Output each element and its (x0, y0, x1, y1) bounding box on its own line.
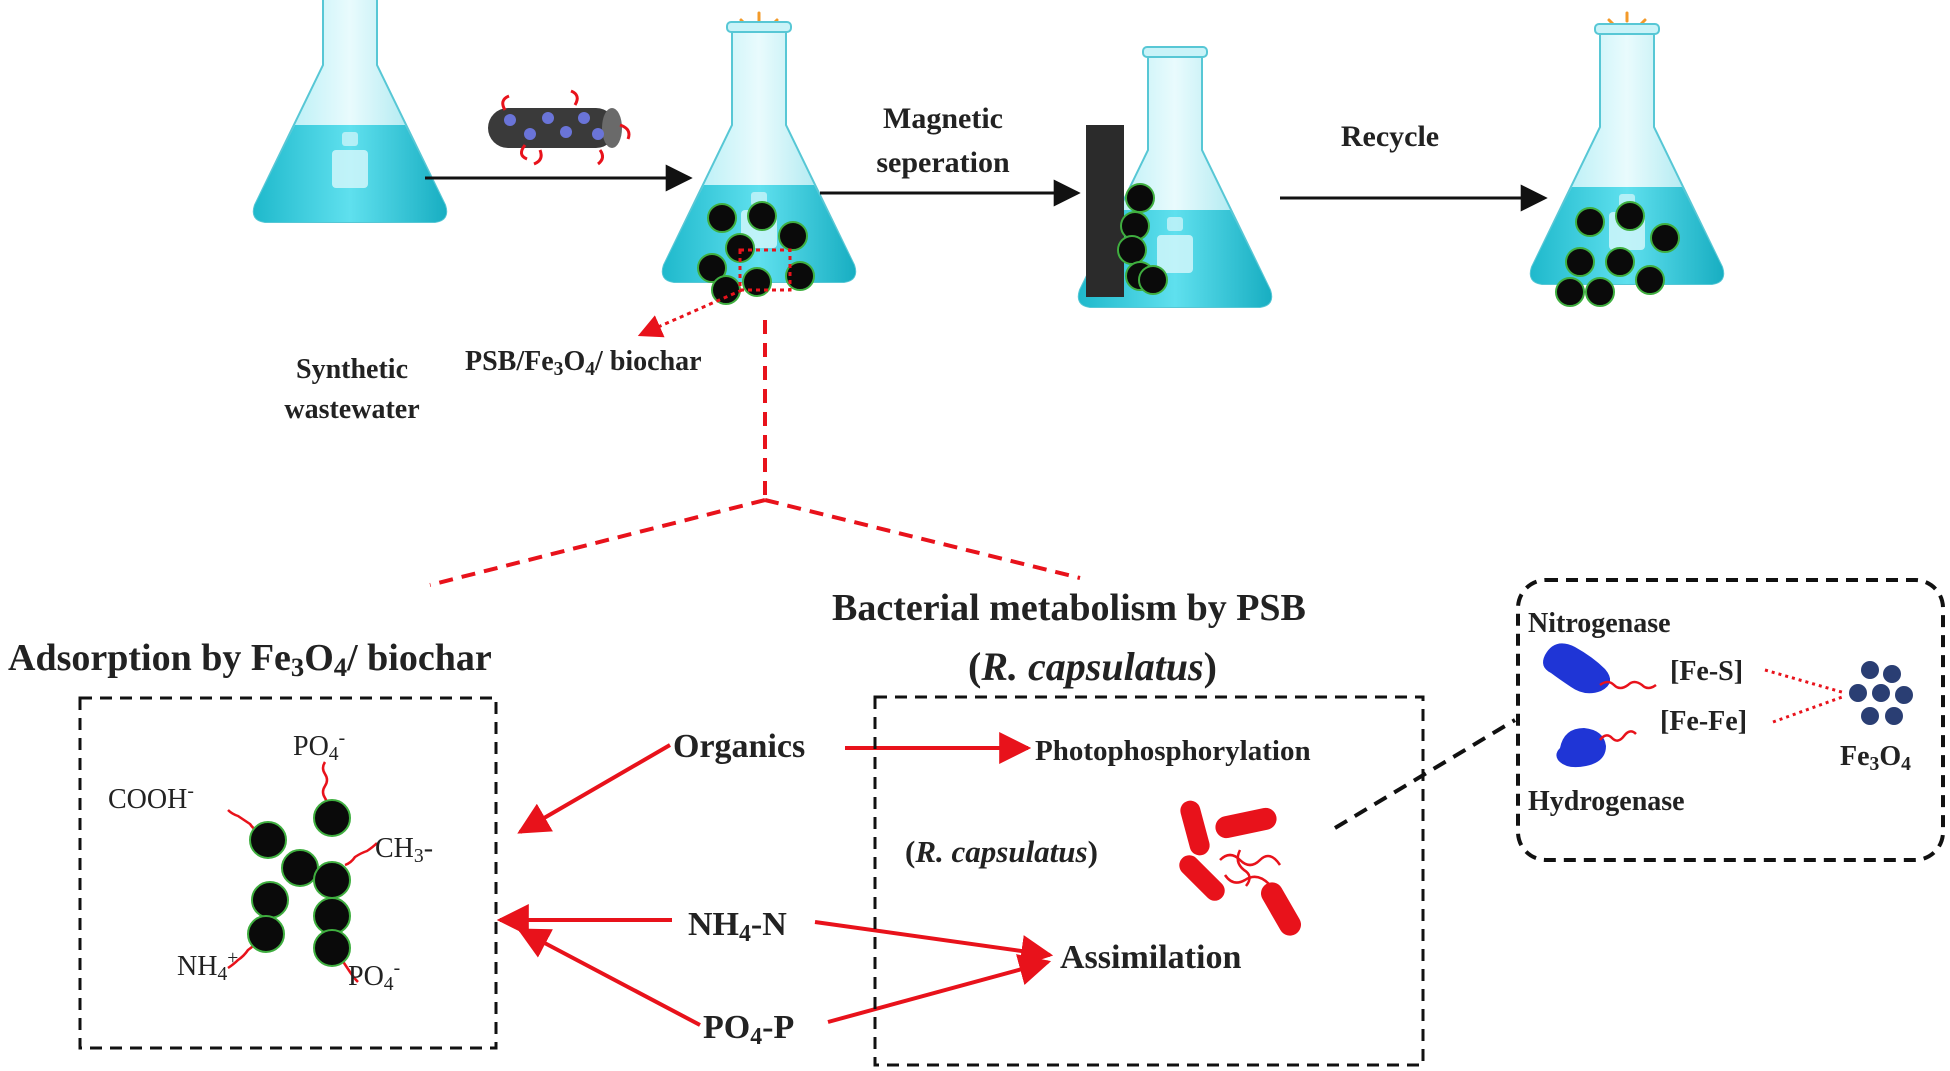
label-fe-fe: [Fe-Fe] (1660, 706, 1747, 737)
connector-enzymes (1333, 718, 1517, 830)
red-arrows (496, 732, 1054, 1027)
group-ch3: CH3- (375, 833, 433, 867)
label-synthetic-line1: Synthetic (296, 354, 408, 385)
label-nh4-n: NH4-N (688, 906, 787, 947)
enzyme-box (1516, 578, 1945, 862)
fe3o4-dots (1849, 661, 1913, 725)
group-nh4: NH4+ (177, 948, 238, 985)
label-organics: Organics (673, 728, 805, 765)
metabolism-title-line2: (R. capsulatus) (968, 644, 1217, 689)
group-cooh: COOH- (108, 781, 194, 815)
label-composite: PSB/Fe3O4/ biochar (465, 346, 702, 380)
label-synthetic-line2: wastewater (284, 394, 419, 425)
zoom-connector (429, 320, 1081, 587)
arrow-nh4-assimilation (814, 920, 1054, 967)
group-po4-top: PO4- (293, 728, 345, 765)
magnet (1086, 125, 1124, 297)
arrow-organics-adsorption (517, 743, 672, 834)
label-recycle: Recycle (1341, 120, 1439, 153)
biochar-composite-icon (488, 89, 631, 166)
bacteria-icon (1179, 800, 1301, 936)
nitrogenase-icon (1543, 643, 1657, 694)
metabolism-box (873, 695, 1425, 1067)
fe-links (1764, 668, 1846, 724)
arrow-po4-assimilation (827, 954, 1052, 1024)
label-assimilation: Assimilation (1060, 939, 1241, 976)
hydrogenase-icon (1556, 728, 1637, 768)
adsorbent-cluster (227, 761, 378, 983)
group-po4-bottom: PO4- (348, 958, 400, 995)
label-po4-p: PO4-P (703, 1009, 794, 1050)
arrow-po4-adsorption (517, 928, 701, 1027)
label-hydrogenase: Hydrogenase (1528, 786, 1685, 817)
label-fe-s: [Fe-S] (1670, 656, 1743, 687)
label-magnetic-line2: seperation (876, 146, 1010, 179)
flask-synthetic-wastewater (252, 0, 448, 223)
label-photophosphorylation: Photophosphorylation (1035, 735, 1311, 767)
metabolism-title-line1: Bacterial metabolism by PSB (832, 587, 1306, 629)
label-fe3o4: Fe3O4 (1840, 741, 1911, 775)
label-species: (R. capsulatus) (905, 834, 1098, 869)
zoom-box (738, 248, 792, 292)
flask-with-composite (661, 11, 857, 305)
label-nitrogenase: Nitrogenase (1528, 608, 1671, 639)
adsorption-box (78, 696, 498, 1050)
flask-magnetic-separation (1077, 46, 1273, 308)
arrow-zoom-label (637, 288, 743, 338)
adsorption-title: Adsorption by Fe3O4/ biochar (8, 637, 492, 682)
flask-recycled (1529, 11, 1725, 307)
label-magnetic-line1: Magnetic (883, 102, 1003, 135)
